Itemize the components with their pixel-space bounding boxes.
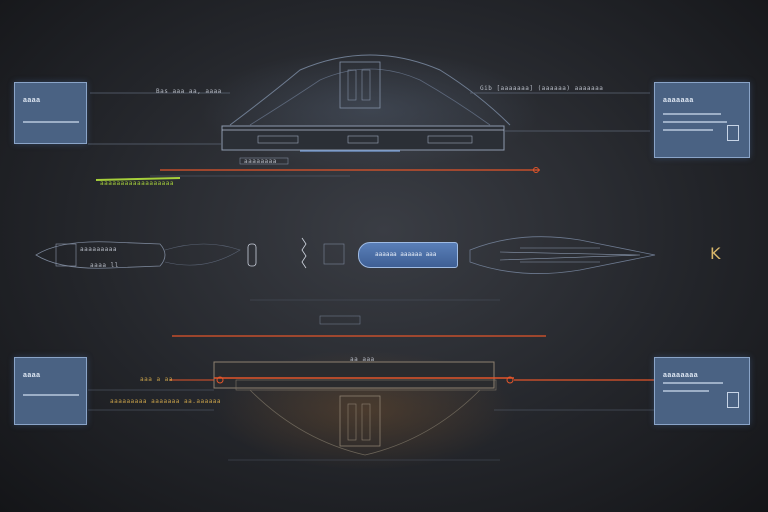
mid-left-caption: aaaaaaaaa [80,246,118,253]
top-left-caption: Bas aaa aa, aaaa [156,88,222,95]
bottom-left-tag: aaa a aa [140,376,173,383]
panel-text-line [663,121,727,123]
panel-text-line [23,394,79,396]
panel-title: aaaaaaaa [663,372,699,379]
panel-text-line [663,382,723,384]
document-icon [727,392,739,408]
panel-title: aaaa [23,97,41,104]
panel-top-left: aaaa [14,82,87,144]
top-right-caption: Gib [aaaaaaa] (aaaaaa) aaaaaaa [480,85,604,92]
panel-title: aaaaaaa [663,97,694,104]
corner-letter: K [710,244,721,263]
mid-left-sub: aaaa ll [90,262,119,269]
bottom-left-caption: aaaaaaaaa aaaaaaa aa.aaaaaa [110,398,222,405]
panel-text-line [663,129,713,131]
panel-text-line [663,113,721,115]
panel-bottom-left: aaaa [14,357,87,425]
panel-title: aaaa [23,372,41,379]
capsule-label: aaaaaa aaaaaa aaa [375,251,437,258]
center-capsule: aaaaaa aaaaaa aaa [358,242,458,268]
top-tag: aaaaaaaa [244,158,277,165]
green-caption: aaaaaaaaaaaaaaaaaa [100,180,175,187]
bottom-center-tag: aa aaa [350,356,375,363]
panel-text-line [663,390,709,392]
panel-text-line [23,121,79,123]
panel-bottom-right: aaaaaaaa [654,357,750,425]
document-icon [727,125,739,141]
panel-top-right: aaaaaaa [654,82,750,158]
